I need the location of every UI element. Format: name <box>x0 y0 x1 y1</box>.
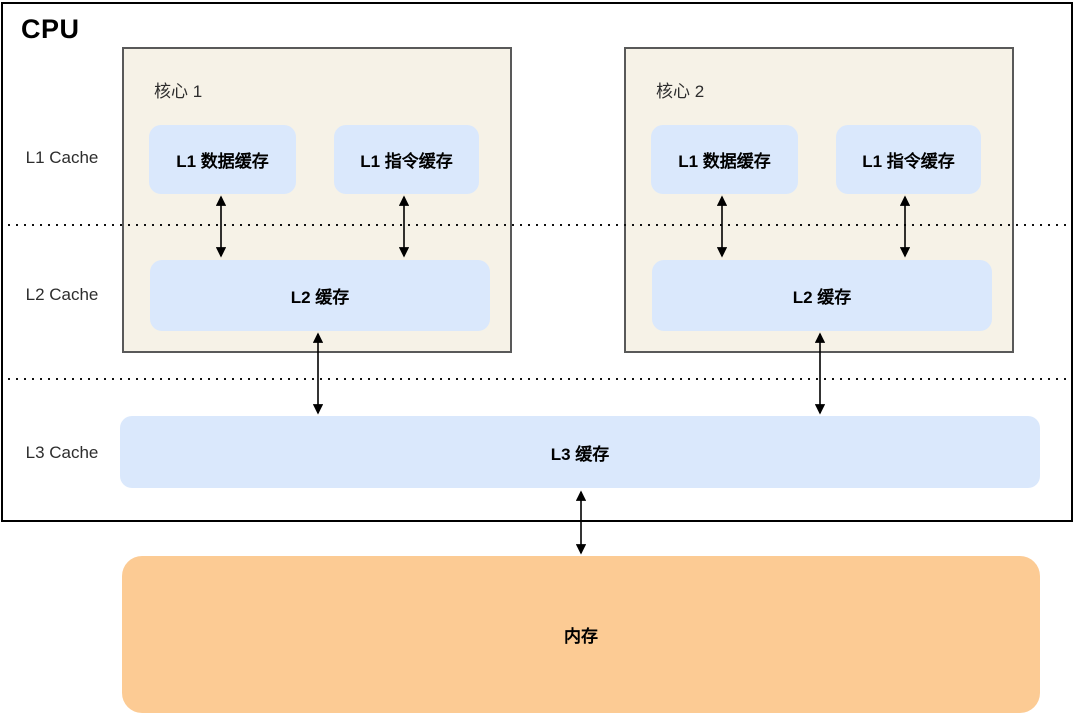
cpu-title: CPU <box>21 14 80 44</box>
core-2-l1-instruction-cache: L1 指令缓存 <box>836 125 981 194</box>
separator-l2-l3 <box>8 378 1068 380</box>
row-label-l2-cache: L2 Cache <box>25 285 99 304</box>
l3-cache: L3 缓存 <box>120 416 1040 488</box>
core-1-l1-data-cache: L1 数据缓存 <box>149 125 296 194</box>
core-2-container: 核心 2 L1 数据缓存 L1 指令缓存 L2 缓存 <box>624 47 1014 353</box>
memory-box: 内存 <box>122 556 1040 713</box>
core-1-l2-cache: L2 缓存 <box>150 260 490 331</box>
core-2-title: 核心 2 <box>656 82 705 101</box>
core-1-title: 核心 1 <box>154 82 203 101</box>
row-label-l3-cache: L3 Cache <box>25 443 99 462</box>
row-label-l1-cache: L1 Cache <box>25 148 99 167</box>
core-1-container: 核心 1 L1 数据缓存 L1 指令缓存 L2 缓存 <box>122 47 512 353</box>
core-2-l2-cache: L2 缓存 <box>652 260 992 331</box>
separator-l1-l2 <box>8 224 1068 226</box>
core-1-l1-instruction-cache: L1 指令缓存 <box>334 125 479 194</box>
core-2-l1-data-cache: L1 数据缓存 <box>651 125 798 194</box>
